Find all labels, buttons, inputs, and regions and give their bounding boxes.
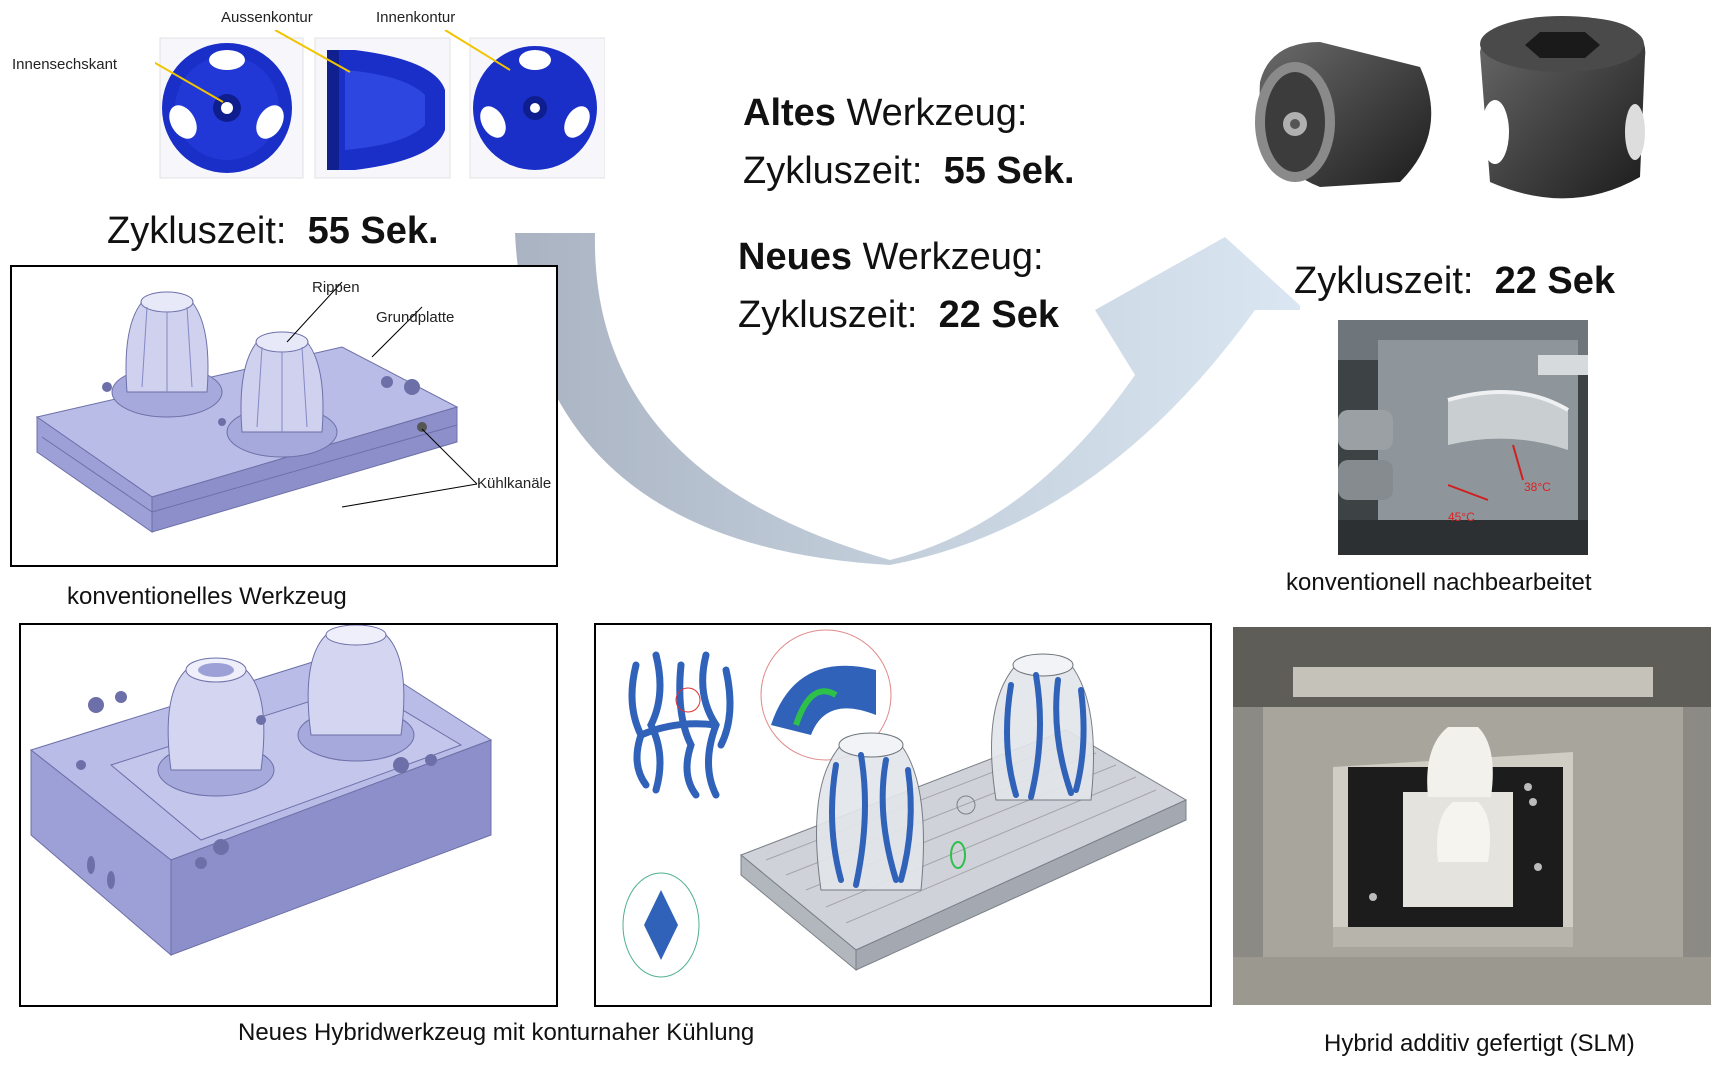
finished-parts-photo [1250, 12, 1650, 217]
conformal-cooling-diagram [594, 623, 1212, 1007]
cycle-time-new-part: Zykluszeit: 22 Sek [1294, 260, 1616, 302]
label-outer-contour: Aussenkontur [221, 9, 313, 26]
transition-arrow [510, 225, 1300, 565]
label-base-plate: Grundplatte [376, 309, 455, 326]
conventional-machine-photo: 38°C 45°C [1338, 320, 1588, 555]
caption-conventional-post: konventionell nachbearbeitet [1286, 569, 1592, 596]
caption-slm: Hybrid additiv gefertigt (SLM) [1324, 1030, 1635, 1057]
part-cad-views [155, 30, 605, 190]
caption-conventional-tool: konventionelles Werkzeug [67, 583, 347, 610]
temp-label-38: 38°C [1524, 480, 1551, 494]
old-tool-heading: Altes Werkzeug: [743, 92, 1028, 134]
cycle-time-old-part: Zykluszeit: 55 Sek. [107, 210, 439, 252]
caption-hybrid-tool: Neues Hybridwerkzeug mit konturnaher Küh… [238, 1019, 755, 1046]
label-ribs: Rippen [312, 279, 360, 296]
comparison-block: Altes Werkzeug: Zykluszeit: 55 Sek. [743, 84, 1075, 200]
new-tool-cycle: Zykluszeit: 22 Sek [738, 294, 1060, 336]
label-cooling-channels: Kühlkanäle [477, 475, 552, 492]
cycle-time-new-value: 22 Sek [1494, 260, 1616, 302]
label-inner-contour: Innenkontur [376, 9, 456, 26]
old-tool-cycle: Zykluszeit: 55 Sek. [743, 150, 1075, 192]
conventional-tool-diagram: Rippen Grundplatte Kühlkanäle [10, 265, 558, 567]
cycle-time-old-value: 55 Sek. [307, 210, 439, 252]
slm-build-photo [1233, 627, 1711, 1005]
new-tool-heading: Neues Werkzeug: [738, 236, 1044, 278]
temp-label-45: 45°C [1448, 510, 1475, 524]
comparison-block-new: Neues Werkzeug: Zykluszeit: 22 Sek [738, 228, 1059, 344]
hybrid-tool-diagram [19, 623, 558, 1007]
label-inner-hex: Innensechskant [12, 56, 118, 73]
